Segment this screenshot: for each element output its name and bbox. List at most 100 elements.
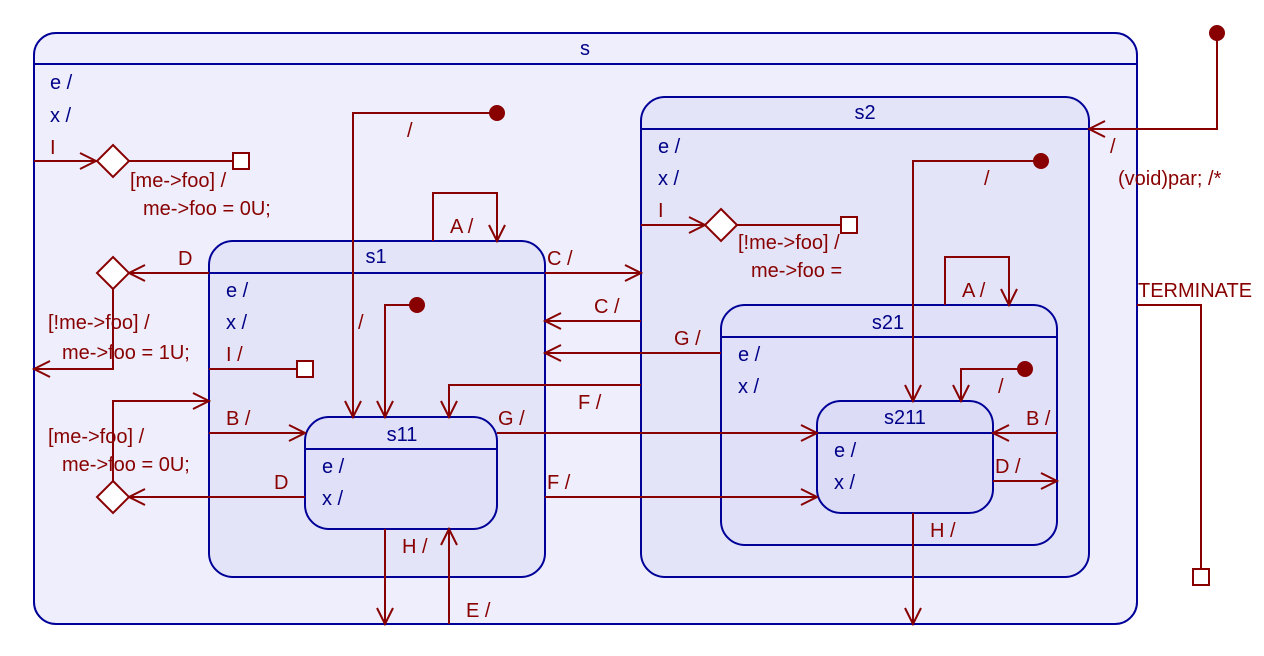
s1-A-label: A /: [450, 216, 474, 238]
arrowhead-icon: [192, 392, 212, 410]
state-s21-name: s21: [872, 312, 904, 334]
arrowhead-icon: [376, 400, 394, 420]
arrowhead-icon: [542, 312, 562, 330]
s1-C-label: C /: [547, 248, 573, 270]
s2-initial-transition[interactable]: /: [904, 153, 1049, 404]
s-I-action: me->foo = 0U;: [143, 198, 271, 220]
arrowhead-icon: [488, 224, 506, 244]
state-s-entry: e /: [50, 72, 73, 94]
terminate-label: TERMINATE: [1138, 280, 1252, 302]
s11-D-transition[interactable]: D [me->foo] / me->foo = 0U;: [48, 392, 305, 515]
s2-I-choice-transition[interactable]: [!me->foo] / me->foo =: [641, 207, 858, 282]
state-s1-internal: I /: [226, 344, 243, 366]
choice-pseudostate-icon: [95, 143, 131, 179]
choice-pseudostate-icon: [95, 479, 131, 515]
state-s211-entry: e /: [834, 440, 857, 462]
state-s1-name: s1: [365, 246, 386, 268]
internal-end-icon: [232, 152, 250, 170]
s-E-transition[interactable]: E /: [440, 526, 491, 624]
arrowhead-icon: [542, 344, 562, 362]
arrowhead-icon: [800, 488, 820, 506]
s1-C-transition[interactable]: C /: [545, 248, 644, 282]
s21-G-label: G /: [674, 328, 701, 350]
s21-A-label: A /: [962, 280, 986, 302]
state-s211-name: s211: [884, 407, 926, 429]
state-s2-name: s2: [854, 102, 875, 124]
s1-F-label: F /: [547, 472, 571, 494]
top-initial-transition[interactable]: / (void)par; /*: [1086, 25, 1225, 190]
s1-B-transition[interactable]: B /: [209, 408, 308, 442]
s11-H-transition[interactable]: H /: [376, 529, 428, 627]
state-s21-entry: e /: [738, 344, 761, 366]
s-E-label: E /: [466, 600, 491, 622]
state-s2-internal: I: [658, 200, 664, 222]
arrowhead-icon: [1040, 472, 1060, 490]
s21-B-transition[interactable]: B /: [990, 408, 1057, 442]
state-s211-exit: x /: [834, 472, 856, 494]
s11-D-label: D: [274, 472, 288, 494]
s2-I-guard: [!me->foo] /: [738, 232, 840, 254]
state-s11-exit: x /: [322, 488, 344, 510]
state-s-exit: x /: [50, 105, 72, 127]
s1-D-transition[interactable]: D [!me->foo] / me->foo = 1U;: [31, 248, 209, 378]
s11-G-label: G /: [498, 408, 525, 430]
s-initial-transition[interactable]: / /: [344, 105, 505, 420]
s2-init-label: /: [984, 168, 990, 190]
arrowhead-icon: [31, 360, 51, 378]
s21-initial-transition[interactable]: /: [952, 361, 1033, 404]
s1-D-guard: [!me->foo] /: [48, 312, 150, 334]
arrowhead-icon: [904, 384, 922, 404]
internal-end-icon: [296, 360, 314, 378]
s2-F-label: F /: [578, 392, 602, 414]
arrowhead-icon: [440, 526, 458, 546]
state-s-internal: I: [50, 137, 56, 159]
s1-D-action: me->foo = 1U;: [62, 342, 190, 364]
state-s11[interactable]: s11 e / x /: [304, 416, 498, 530]
s2-I-action: me->foo =: [751, 260, 842, 282]
s11-H-label: H /: [402, 536, 428, 558]
arrowhead-icon: [288, 424, 308, 442]
s211-D-transition[interactable]: D /: [993, 456, 1060, 490]
s2-F-transition[interactable]: F /: [440, 384, 641, 420]
state-s11-name: s11: [387, 424, 418, 446]
s1-F-transition[interactable]: F /: [545, 472, 820, 506]
s1-B-label: B /: [226, 408, 251, 430]
s211-H-label: H /: [930, 520, 956, 542]
s-I-guard: [me->foo] /: [130, 170, 227, 192]
arrowhead-icon: [624, 264, 644, 282]
s-init-label: /: [407, 120, 413, 142]
s21-G-transition[interactable]: G /: [542, 328, 721, 362]
arrowhead-icon: [344, 400, 362, 420]
arrowhead-icon: [376, 607, 394, 627]
terminate-pseudostate-icon: [1192, 568, 1210, 586]
state-s2-entry: e /: [658, 136, 681, 158]
arrowhead-icon: [1000, 288, 1018, 308]
terminate-transition[interactable]: TERMINATE: [1137, 280, 1252, 586]
arrowhead-icon: [800, 424, 820, 442]
s-I-choice-transition[interactable]: [me->foo] / me->foo = 0U;: [34, 143, 271, 220]
s1-initial-transition[interactable]: [376, 297, 425, 420]
s1-A-transition[interactable]: A /: [432, 192, 506, 244]
arrowhead-icon: [440, 400, 458, 420]
arrowhead-icon: [990, 424, 1010, 442]
s11-D-guard: [me->foo] /: [48, 426, 145, 448]
s211-H-transition[interactable]: H /: [904, 513, 956, 627]
s11-G-transition[interactable]: G /: [497, 408, 820, 442]
internal-end-icon: [840, 216, 858, 234]
state-s2-exit: x /: [658, 168, 680, 190]
s-init-label-2: /: [358, 312, 364, 334]
state-s211[interactable]: s211 e / x /: [816, 400, 994, 514]
state-s1-exit: x /: [226, 312, 248, 334]
s21-init-label: /: [998, 376, 1004, 398]
state-s-name: s: [580, 38, 590, 60]
s21-A-transition[interactable]: A /: [944, 256, 1018, 308]
arrowhead-icon: [952, 384, 970, 404]
arrowhead-icon: [1086, 120, 1106, 138]
s2-C-transition[interactable]: C /: [542, 296, 641, 330]
s1-I-internal[interactable]: [209, 360, 314, 378]
state-s21-exit: x /: [738, 376, 760, 398]
top-init-action: (void)par; /*: [1118, 168, 1222, 190]
state-s1-entry: e /: [226, 280, 249, 302]
state-s11-entry: e /: [322, 456, 345, 478]
